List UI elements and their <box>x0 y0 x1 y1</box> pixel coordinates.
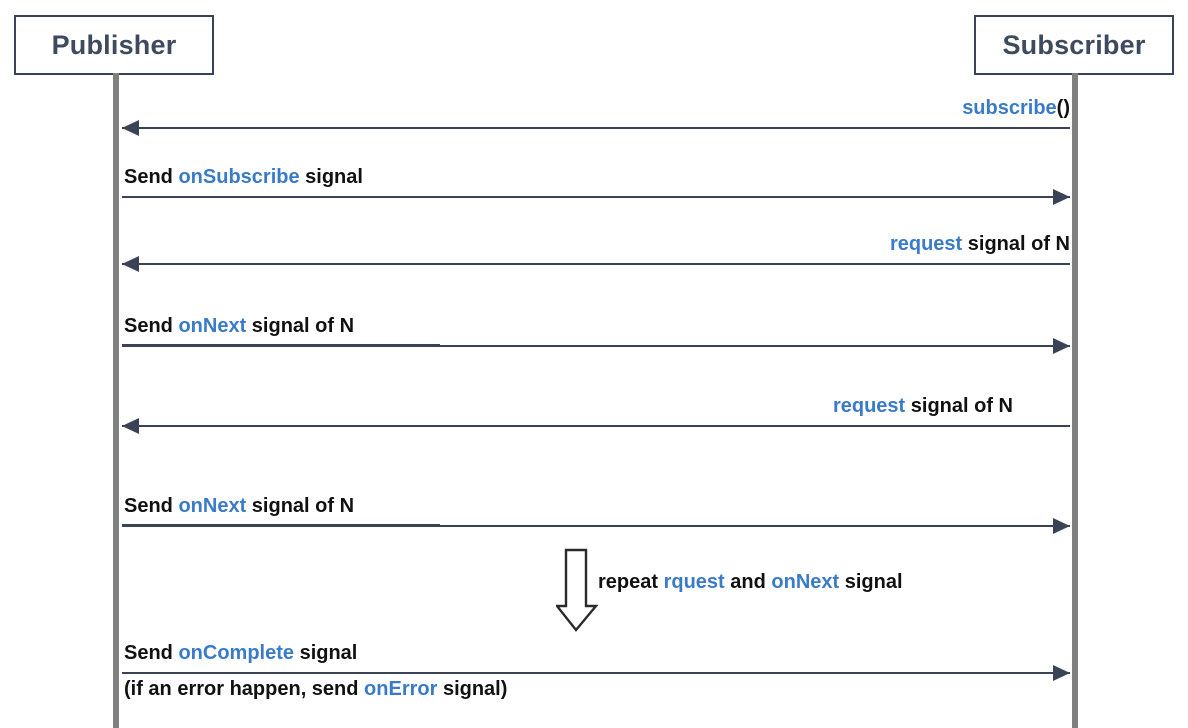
label-part-1: onNext <box>178 495 247 517</box>
label-part-0: request <box>889 233 963 255</box>
label-part-3: onNext <box>771 571 840 593</box>
message-line-emphasis <box>122 524 440 527</box>
participant-subscriber[interactable]: Subscriber <box>974 15 1174 75</box>
label-part-0: Send <box>124 495 179 517</box>
label-part-1: onNext <box>178 315 247 337</box>
label-part-1: () <box>1056 97 1070 119</box>
label-part-2: signal of N <box>246 495 355 517</box>
participant-publisher[interactable]: Publisher <box>14 15 214 75</box>
label-part-2: signal) <box>437 678 508 700</box>
subscriber-lifeline <box>1072 73 1078 728</box>
label-part-0: Send <box>124 166 179 188</box>
message-line <box>122 263 1070 265</box>
arrow-head-left-icon <box>122 418 139 434</box>
label-part-1: rquest <box>663 571 725 593</box>
arrow-head-left-icon <box>122 256 139 272</box>
label-part-1: signal of N <box>962 233 1070 255</box>
label-part-0: Send <box>124 315 179 337</box>
publisher-lifeline <box>113 73 119 728</box>
label-part-0: repeat <box>598 571 664 593</box>
label-part-0: subscribe <box>962 97 1057 119</box>
participant-subscriber-label: Subscriber <box>1002 29 1146 60</box>
repeat-annotation-label: repeat rquest and onNext signal <box>598 571 903 594</box>
label-part-2: signal <box>299 166 363 188</box>
message-line <box>122 345 1070 347</box>
message-label: subscribe() <box>962 97 1070 120</box>
label-part-2: signal <box>294 642 358 664</box>
label-part-2: signal of N <box>246 315 355 337</box>
arrow-head-right-icon <box>1053 338 1070 354</box>
arrow-head-right-icon <box>1053 665 1070 681</box>
message-label: request signal of N <box>833 395 1013 418</box>
block-arrow-down-icon <box>556 548 599 632</box>
label-part-1: onError <box>364 678 438 700</box>
message-line <box>122 672 1070 674</box>
arrow-head-right-icon <box>1053 189 1070 205</box>
message-line <box>122 127 1070 129</box>
label-part-0: Send <box>124 642 179 664</box>
message-label: Send onNext signal of N <box>124 495 354 518</box>
participant-publisher-label: Publisher <box>51 29 177 60</box>
message-label: Send onComplete signal <box>124 642 357 665</box>
arrow-head-right-icon <box>1053 518 1070 534</box>
label-part-1: onComplete <box>178 642 295 664</box>
label-part-1: signal of N <box>905 395 1013 417</box>
message-line <box>122 525 1070 527</box>
arrow-head-left-icon <box>122 120 139 136</box>
message-label: Send onNext signal of N <box>124 315 354 338</box>
label-part-2: and <box>724 571 772 593</box>
message-label: Send onSubscribe signal <box>124 166 363 189</box>
message-label: request signal of N <box>890 233 1070 256</box>
label-part-4: signal <box>839 571 903 593</box>
label-part-0: request <box>832 395 906 417</box>
label-part-1: onSubscribe <box>178 166 300 188</box>
message-subnote: (if an error happen, send onError signal… <box>124 678 507 701</box>
message-line-emphasis <box>122 344 440 347</box>
message-line <box>122 196 1070 198</box>
message-line <box>122 425 1070 427</box>
label-part-0: (if an error happen, send <box>124 678 365 700</box>
